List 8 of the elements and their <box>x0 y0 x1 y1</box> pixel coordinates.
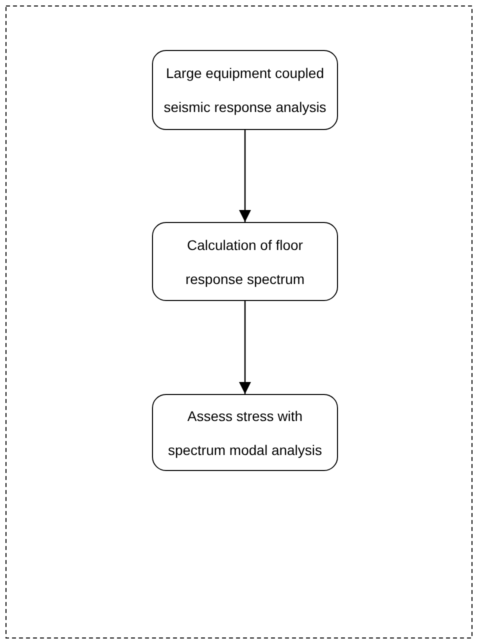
box-text: Calculation of floor response spectrum <box>184 236 306 289</box>
process-box <box>152 50 338 130</box>
arrow <box>239 301 251 394</box>
process-box <box>152 394 338 471</box>
box-text: Large equipment coupled seismic response analysis <box>163 64 327 117</box>
arrow <box>239 130 251 222</box>
process-box <box>152 222 338 301</box>
box-text: Assess stress with spectrum modal analysis <box>166 406 324 460</box>
